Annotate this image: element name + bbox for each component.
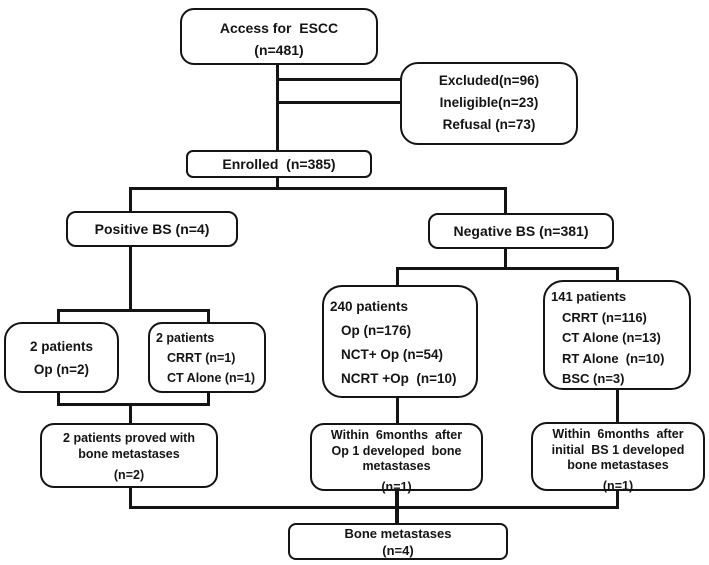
flow-node-within-op: Within 6months after Op 1 developed bone… [310, 423, 483, 494]
edge-to-op2 [57, 309, 60, 324]
node-text-line: NCRT +Op (n=10) [341, 371, 457, 386]
node-text-line: CT Alone (n=13) [562, 330, 661, 345]
node-text-line: metastases [362, 459, 431, 473]
node-text-line: (n=2) [113, 468, 145, 482]
node-text-line: initial BS 1 developed [551, 442, 685, 457]
node-text-line: (n=4) [382, 542, 414, 558]
node-text-line: BSC (n=3) [562, 371, 625, 386]
edge-excluded-bottom [277, 101, 402, 104]
node-text-line: 2 patients [29, 338, 94, 354]
edge-to-crrt2 [207, 309, 210, 324]
flow-node-enrolled: Enrolled (n=385) [186, 150, 372, 178]
edge-bottom-merge-horizontal [129, 506, 619, 509]
node-text-line: Within 6months after [552, 427, 684, 441]
edge-withinbs-down [616, 490, 619, 509]
node-text-line: Ineligible(n=23) [439, 95, 539, 110]
node-text-line: (n=1) [381, 479, 412, 494]
flow-node-2-op: 2 patients Op (n=2) [4, 322, 119, 393]
node-text-line: Bone metastases [344, 526, 452, 541]
node-text-line: (n=1) [602, 478, 634, 493]
edge-crrt2-down [207, 392, 210, 406]
edge-positive-down [129, 245, 132, 311]
node-text-line: Excluded(n=96) [438, 73, 540, 88]
node-text-line: Op 1 developed bone [331, 443, 462, 458]
edge-to-141 [616, 267, 619, 281]
flow-node-bone-metastases: Bone metastases (n=4) [288, 523, 508, 560]
edge-op2-down [57, 392, 60, 406]
edge-enrolled-split [276, 177, 279, 190]
flow-node-positive-bs: Positive BS (n=4) [66, 211, 238, 247]
node-text-line: 141 patients [551, 289, 627, 304]
node-text-line: CRRT (n=116) [562, 309, 647, 325]
flow-node-within-bs: Within 6months after initial BS 1 develo… [531, 422, 705, 493]
edge-240-down [396, 397, 399, 424]
node-text-line: Positive BS (n=4) [94, 221, 210, 237]
node-text-line: Within 6months after [330, 428, 463, 442]
node-text-line: 240 patients [330, 299, 409, 314]
edge-excluded-top [277, 78, 402, 81]
node-text-line: CRRT (n=1) [167, 351, 236, 365]
edge-to-negative-bs [504, 187, 507, 214]
flow-node-240-patients: 240 patients Op (n=176) NCT+ Op (n=54) N… [322, 285, 478, 398]
node-text-line: Op (n=2) [33, 361, 90, 377]
flow-node-2-proved: 2 patients proved with bone metastases (… [40, 423, 218, 488]
flow-node-2-crrt: 2 patients CRRT (n=1) CT Alone (n=1) [148, 322, 266, 393]
flow-node-excluded: Excluded(n=96) Ineligible(n=23) Refusal … [400, 62, 578, 145]
node-text-line: Enrolled (n=385) [222, 156, 336, 172]
node-text-line: RT Alone (n=10) [562, 350, 665, 366]
edge-proved2-down [129, 486, 132, 509]
node-text-line: Access for ESCC [219, 20, 339, 36]
edge-to-positive-bs [129, 187, 132, 212]
edge-to-proved2 [129, 403, 132, 423]
node-text-line: bone metastases [78, 447, 180, 461]
flow-node-negative-bs: Negative BS (n=381) [428, 213, 614, 249]
node-text-line: NCT+ Op (n=54) [341, 347, 444, 362]
edge-positive-split-horizontal [57, 309, 210, 312]
edge-split-horizontal [129, 187, 507, 190]
edge-access-enrolled [276, 62, 279, 152]
node-text-line: 2 patients [156, 331, 215, 345]
node-text-line: (n=481) [254, 42, 304, 58]
edge-negative-split-horizontal [396, 267, 619, 270]
node-text-line: Op (n=176) [341, 323, 412, 338]
node-text-line: CT Alone (n=1) [167, 371, 256, 385]
node-text-line: bone metastases [567, 458, 669, 472]
flow-node-access: Access for ESCC (n=481) [180, 8, 378, 65]
edge-141-down [616, 389, 619, 423]
edge-negative-down [504, 247, 507, 270]
node-text-line: Negative BS (n=381) [453, 223, 589, 239]
node-text-line: Refusal (n=73) [442, 117, 536, 132]
node-text-line: 2 patients proved with [63, 431, 195, 445]
flow-node-141-patients: 141 patients CRRT (n=116) CT Alone (n=13… [543, 280, 691, 390]
edge-positive-merge-horizontal [57, 403, 210, 406]
edge-to-240 [396, 267, 399, 286]
